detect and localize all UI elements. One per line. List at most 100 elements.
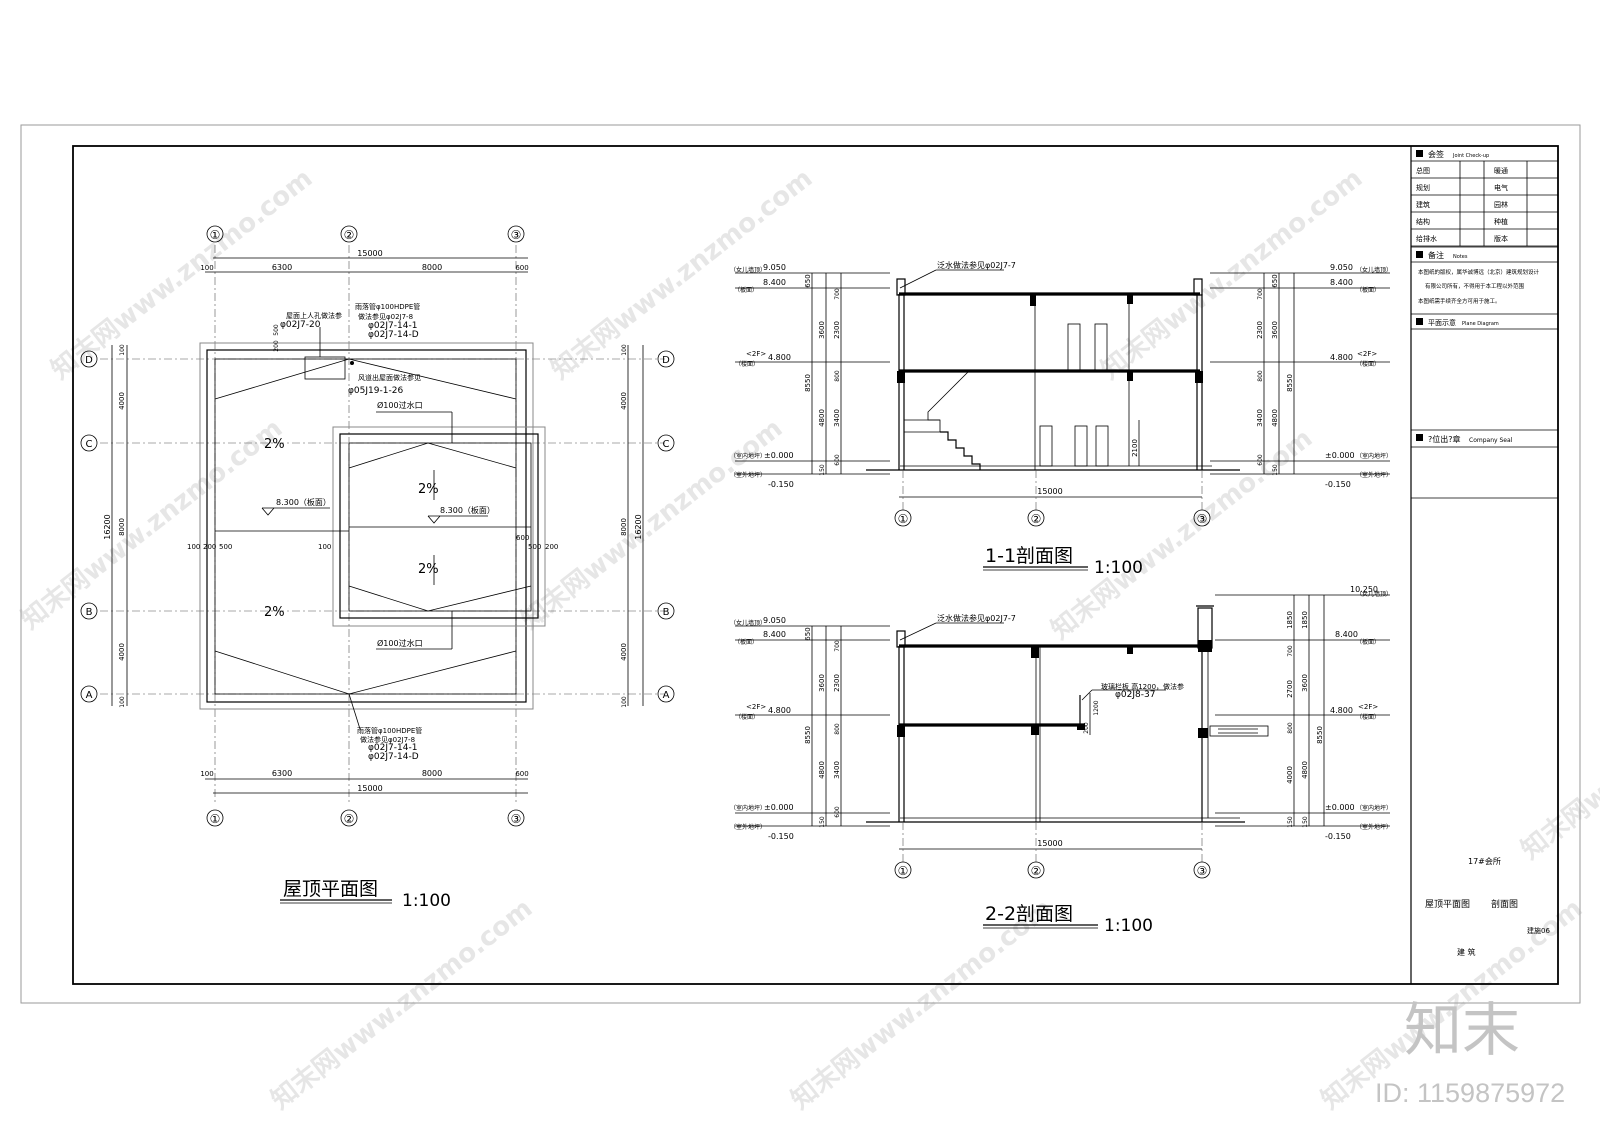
dim-text: 3600 — [1271, 321, 1279, 339]
dim-text: 800 — [1257, 370, 1264, 382]
axis-label: C — [86, 439, 93, 450]
brand-watermark: 知末 ID: 1159875972 — [1375, 998, 1565, 1108]
level-text: 4.800 — [1330, 706, 1353, 715]
upper-roof-wall — [339, 433, 539, 619]
axis-label: ① — [210, 228, 221, 242]
joint-cell: 给排水 — [1416, 234, 1437, 243]
dim-text: 3600 — [818, 321, 826, 339]
dim-text: 100 — [119, 344, 126, 356]
axis-label: A — [86, 690, 93, 701]
level-text: <2F> — [746, 350, 766, 358]
level-text: （楼面） — [1356, 713, 1380, 721]
level-text: （女儿墙顶） — [730, 619, 766, 627]
discipline: 建 筑 — [1457, 947, 1476, 957]
dim-text: 100 — [621, 696, 628, 708]
roof-outer-parapet — [199, 342, 534, 710]
dim-text: 200 — [203, 543, 216, 551]
dim-text: 4000 — [118, 643, 126, 661]
note-text: 做法参见φ02J7-8 — [360, 735, 415, 744]
plan-header: 平面示意 — [1428, 318, 1456, 327]
section-2-2-levels-right: 10.250 （女儿墙顶） 8.400 （板面） 4.800 <2F> （楼面）… — [1215, 585, 1392, 841]
dim-text: 4000 — [620, 643, 628, 661]
level-text: （楼面） — [735, 713, 759, 721]
brand-logo-text: 知末 — [1404, 998, 1520, 1063]
roof-axis-bubbles-top: ① ② ③ — [206, 225, 525, 243]
seal-header: ?位出?章 — [1428, 434, 1461, 444]
axis-label: ③ — [1197, 864, 1208, 878]
joint-cell: 园林 — [1494, 200, 1508, 209]
level-text: （女儿墙顶） — [1356, 590, 1392, 598]
dim-text: 100 — [187, 543, 200, 551]
note-text: 泛水做法参见φ02J7-7 — [937, 260, 1016, 270]
slope-label: 2% — [418, 482, 439, 497]
dim-text: 8550 — [804, 726, 812, 744]
joint-cell: 规划 — [1416, 183, 1430, 192]
axis-label: B — [663, 607, 670, 618]
dim-text: 600 — [515, 264, 528, 272]
dim-text: 800 — [834, 723, 841, 735]
roof-axis-bubbles-bottom: ① ② ③ — [206, 809, 525, 827]
note-line: 本图纸的版权，属华诚博远（北京）建筑规划设计 — [1418, 268, 1540, 276]
dim-text: 200 — [545, 543, 558, 551]
dim-text: 150 — [1287, 816, 1294, 828]
section-2-2-title: 2-2剖面图 — [985, 903, 1073, 925]
axis-label: ② — [1031, 512, 1042, 526]
roof-plan-scale: 1:100 — [402, 891, 451, 911]
plan-header-en: Plane Diagram — [1462, 321, 1499, 327]
axis-label: ② — [344, 812, 355, 826]
level-label: 8.300（板面） — [276, 497, 331, 507]
roof-dims-top: 15000 100 6300 8000 600 — [200, 249, 529, 273]
level-text: 8.400 — [1330, 278, 1353, 287]
title-block: 会签 Joint Check-up 总图暖通规划电气建筑园林结构种植给排水版本 … — [1410, 146, 1558, 984]
level-text: 4.800 — [768, 706, 791, 715]
level-text: -0.150 — [1325, 480, 1351, 489]
roof-outer-wall — [206, 349, 527, 703]
axis-label: A — [663, 690, 670, 701]
roof-plan-title: 屋顶平面图 — [283, 878, 378, 900]
joint-cell: 电气 — [1494, 183, 1508, 192]
joint-checkup-table: 总图暖通规划电气建筑园林结构种植给排水版本 — [1411, 161, 1558, 247]
level-text: （楼面） — [735, 360, 759, 368]
dim-text: 200 — [273, 340, 280, 352]
level-text: -0.150 — [768, 832, 794, 841]
dim-text: 800 — [834, 370, 841, 382]
note-text: 泛水做法参见φ02J7-7 — [937, 613, 1016, 623]
seal-header-en: Company Seal — [1469, 437, 1513, 444]
note-text: φ05J19-1-26 — [348, 386, 403, 396]
roof-dims-bottom: 100 6300 8000 600 15000 — [200, 769, 529, 794]
dim-text: 600 — [516, 534, 529, 542]
watermark-text: 知末网www.znzmo.com — [16, 413, 288, 635]
roof-axis-bubbles-sides: D C B A D C B A — [80, 350, 675, 703]
dim-text: 8000 — [620, 518, 628, 536]
joint-cell: 版本 — [1494, 234, 1508, 243]
dim-text: 4800 — [1301, 761, 1309, 779]
axis-label: ② — [1031, 864, 1042, 878]
roof-inner-edge — [214, 358, 517, 695]
note-text: φ02J7-20 — [280, 320, 321, 330]
dim-text: 2300 — [833, 674, 841, 692]
section-2-2-levels-left: 9.050 （女儿墙顶） 8.400 （板面） 4.800 <2F> （楼面） … — [730, 616, 890, 841]
axis-label: B — [86, 607, 93, 618]
axis-label: D — [662, 355, 670, 366]
dim-text: 16200 — [634, 514, 643, 539]
dim-text: 600 — [515, 770, 528, 778]
level-text: （室内地坪） — [730, 452, 766, 460]
dim-text: 150 — [1272, 464, 1279, 476]
dim-text: 650 — [804, 274, 812, 287]
axis-label: ③ — [511, 228, 522, 242]
dim-text: 8550 — [804, 374, 812, 392]
dim-text: 4800 — [818, 761, 826, 779]
level-text: -0.150 — [1325, 832, 1351, 841]
note-text: φ02J8-37 — [1115, 690, 1155, 700]
dim-text: 600 — [834, 454, 841, 466]
note-text: Ø100过水口 — [377, 400, 423, 410]
drawing-name: 屋顶平面图 — [1425, 899, 1470, 910]
roof-callouts-top: 屋面上人孔做法参 φ02J7-20 雨落管φ100HDPE管 做法参见φ02J7… — [273, 302, 453, 443]
dim-text: 700 — [1287, 645, 1294, 657]
level-text: （板面） — [1356, 638, 1380, 646]
joint-header-en: Joint Check-up — [1452, 153, 1489, 159]
drawing-name: 剖面图 — [1491, 898, 1518, 910]
dim-text: 150 — [1302, 816, 1309, 828]
dim-text: 100 — [621, 344, 628, 356]
dim-text: 1200 — [1093, 700, 1100, 715]
